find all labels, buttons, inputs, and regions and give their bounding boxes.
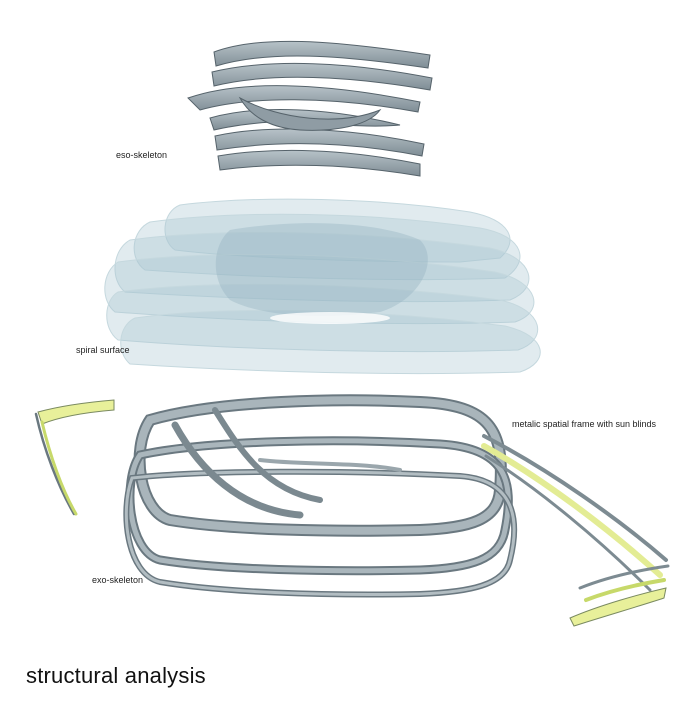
spatial-frame-right	[481, 434, 670, 627]
spiral-core	[215, 223, 428, 316]
spatial-frame-left	[34, 399, 115, 516]
eso-skeleton-model	[187, 40, 433, 177]
spatial-frame-label: metalic spatial frame with sun blinds	[512, 419, 657, 429]
exo-skeleton-label: exo-skeleton	[92, 575, 144, 585]
exo-skeleton-model	[123, 394, 518, 598]
page-title: structural analysis	[26, 663, 206, 688]
eso-skeleton-label: eso-skeleton	[116, 150, 168, 160]
spiral-void	[270, 312, 390, 324]
spiral-surface-label: spiral surface	[76, 345, 130, 355]
